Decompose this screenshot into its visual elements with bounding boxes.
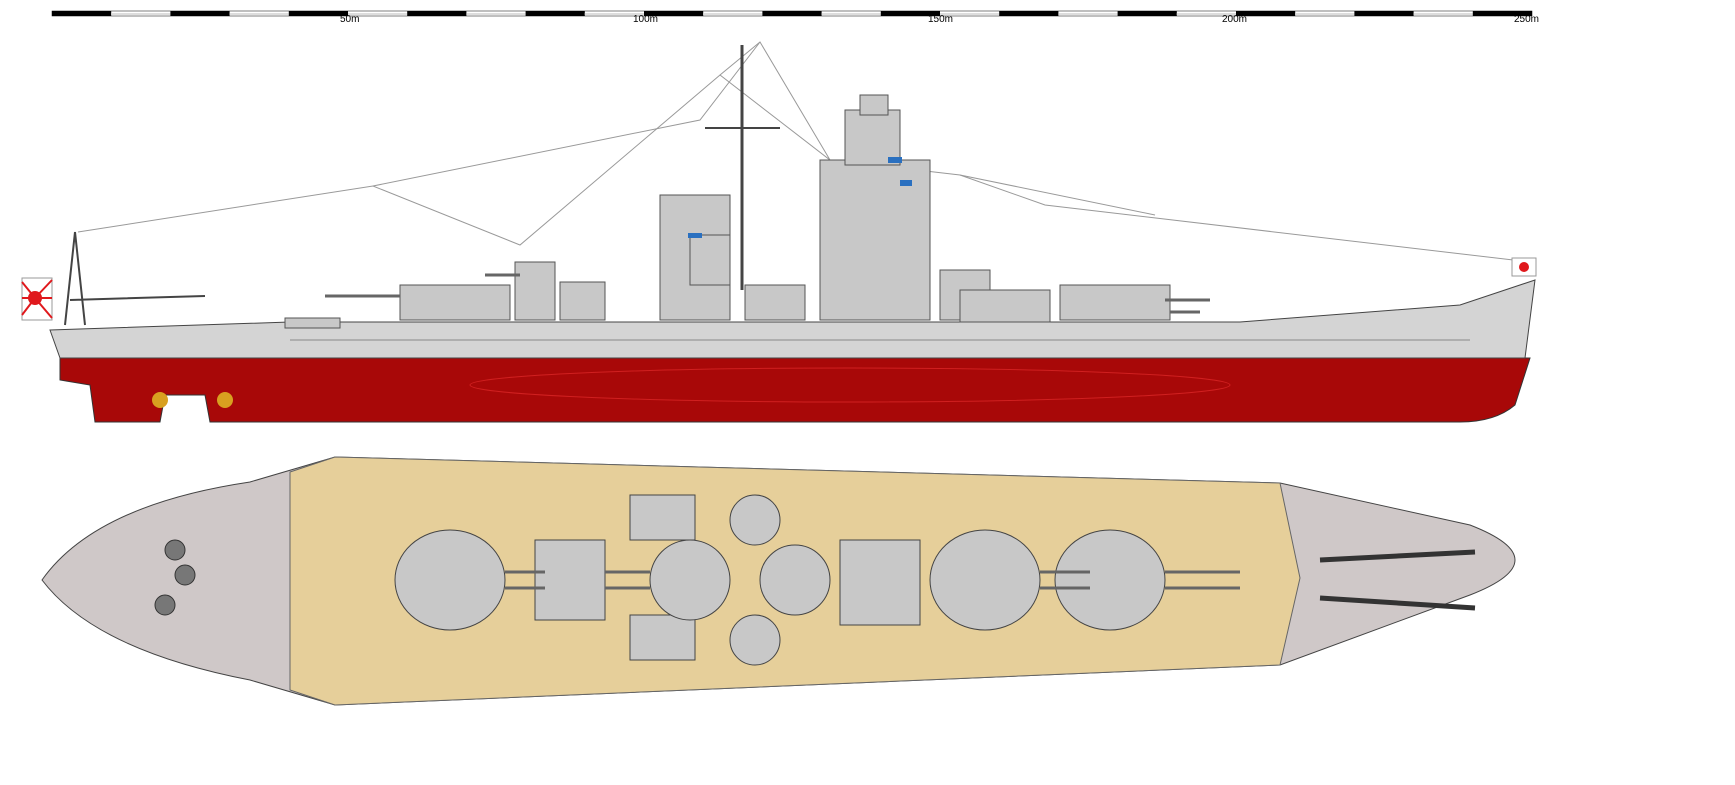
jack-flag [1511, 257, 1537, 277]
scale-label-150: 150m [928, 14, 954, 25]
scale-segment [703, 13, 763, 15]
scale-segment [1058, 13, 1118, 15]
rigging-lines [77, 41, 1531, 263]
scale-segment [1176, 13, 1236, 15]
scale-label-100: 100m [633, 14, 659, 25]
side-profile [21, 41, 1537, 423]
superstructure [284, 94, 1171, 329]
scale-label-250: 250m [1514, 14, 1540, 25]
anchor-chains [1319, 549, 1476, 611]
scale-outline [51, 10, 1533, 17]
scale-segment [525, 11, 585, 16]
naval-ensign-flag [21, 277, 53, 321]
scale-segment [407, 11, 467, 16]
scale-segment [644, 11, 704, 16]
scale-segment [1354, 11, 1414, 16]
hull-lower-red [59, 357, 1531, 423]
crane [64, 231, 206, 326]
scale-bar [51, 10, 1533, 17]
top-view [41, 456, 1516, 706]
scale-segment [170, 11, 230, 16]
scale-segment [229, 13, 289, 15]
scale-segment [1236, 11, 1296, 16]
scale-label-200: 200m [1222, 14, 1248, 25]
gun-barrels [325, 273, 1210, 314]
scale-segment [880, 11, 940, 16]
scale-segment [1117, 11, 1177, 16]
scale-segment [1472, 11, 1532, 16]
turrets-top [394, 494, 1166, 666]
scale-segment [584, 13, 644, 15]
scale-segment [940, 13, 1000, 15]
scale-segment [762, 11, 822, 16]
aft-crane-top [154, 539, 196, 616]
scale-segment [111, 13, 171, 15]
scale-label-50: 50m [340, 14, 360, 25]
scale-segment [999, 11, 1059, 16]
scale-segment [1413, 13, 1473, 15]
scale-segment [466, 13, 526, 15]
scale-segment [821, 13, 881, 15]
scale-segment [52, 11, 112, 16]
scale-segment [348, 13, 408, 15]
hull-upper-grey [49, 279, 1536, 359]
scale-segment [1295, 13, 1355, 15]
scale-segment [288, 11, 348, 16]
propellers [152, 392, 233, 408]
